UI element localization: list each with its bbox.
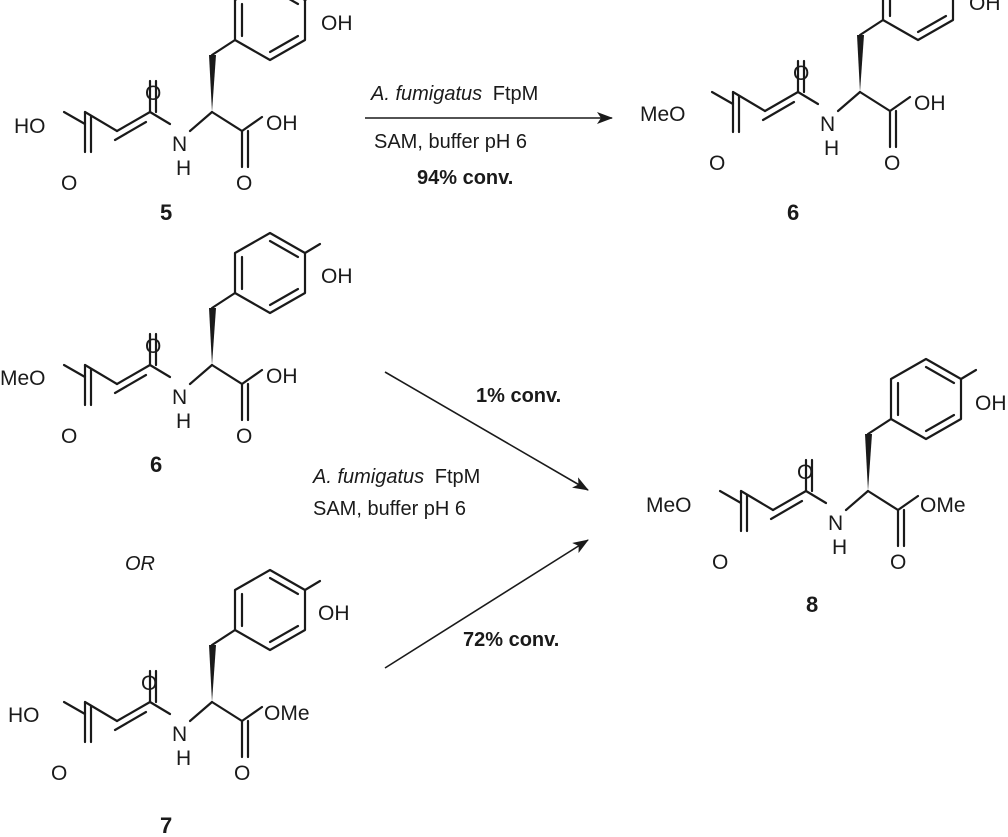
amide-n-label: N <box>172 386 187 409</box>
acid-o-label: O <box>884 152 900 175</box>
amide-o-label: O <box>141 672 157 695</box>
acid-oh-label: OH <box>914 92 946 115</box>
methyl-ester-label: MeO <box>0 367 46 390</box>
compound-label-5: 5 <box>160 200 172 225</box>
amide-o-label: O <box>793 62 809 85</box>
reaction-2: 1% conv. 72% conv. A. fumigatus FtpM SAM… <box>312 371 589 669</box>
reaction-arrow-from-7 <box>384 539 589 669</box>
amide-n-label: N <box>172 133 187 156</box>
acid-ho-label: HO <box>14 115 46 138</box>
carbonyl-o-label: O <box>51 762 67 785</box>
enzyme-label-1: A. fumigatus FtpM <box>370 83 538 105</box>
ester-o-label: O <box>890 551 906 574</box>
amide-h-label: H <box>824 137 839 160</box>
amide-h-label: H <box>832 536 847 559</box>
acid-o-label: O <box>236 425 252 448</box>
phenol-oh-label: OH <box>969 0 1001 15</box>
reaction-arrow-from-6 <box>384 371 589 491</box>
compound-label-7: 7 <box>160 813 172 837</box>
reaction-1: A. fumigatus FtpM SAM, buffer pH 6 94% c… <box>365 83 613 189</box>
methyl-ester-label: OMe <box>264 702 310 725</box>
acid-ho-label: HO <box>8 704 40 727</box>
phenol-oh-label: OH <box>975 392 1007 415</box>
conversion-label-from-7: 72% conv. <box>463 629 559 651</box>
ester-o-label: O <box>234 762 250 785</box>
amide-h-label: H <box>176 410 191 433</box>
amide-n-label: N <box>172 723 187 746</box>
compound-8: MeO O O N H O OMe OH 8 <box>646 357 1007 617</box>
compound-label-6-top: 6 <box>787 200 799 225</box>
phenol-oh-label: OH <box>321 265 353 288</box>
acid-oh-label: OH <box>266 112 298 135</box>
carbonyl-o-label: O <box>61 425 77 448</box>
acid-o-label: O <box>236 172 252 195</box>
conversion-label-from-6: 1% conv. <box>476 385 561 407</box>
compound-7: HO O O N H O OMe OH 7 <box>8 568 350 837</box>
compound-label-8: 8 <box>806 592 818 617</box>
enzyme-label-2: A. fumigatus FtpM <box>312 466 480 488</box>
compound-6-left: MeO O O N H O OH OH 6 <box>0 231 353 477</box>
amide-n-label: N <box>820 113 835 136</box>
methyl-ester-label-2: OMe <box>920 494 966 517</box>
amide-n-label: N <box>828 512 843 535</box>
amide-o-label: O <box>797 461 813 484</box>
amide-o-label: O <box>145 82 161 105</box>
phenol-oh-label: OH <box>321 12 353 35</box>
compound-5: HO O O N H O OH OH 5 <box>14 0 353 225</box>
conversion-label-1: 94% conv. <box>417 167 513 189</box>
conditions-label-1: SAM, buffer pH 6 <box>374 131 527 153</box>
carbonyl-o-label: O <box>709 152 725 175</box>
carbonyl-o-label: O <box>61 172 77 195</box>
methyl-ester-label: MeO <box>646 494 692 517</box>
conditions-label-2: SAM, buffer pH 6 <box>313 498 466 520</box>
compound-label-6-left: 6 <box>150 452 162 477</box>
methyl-ester-label: MeO <box>640 103 686 126</box>
amide-h-label: H <box>176 747 191 770</box>
phenol-oh-label: OH <box>318 602 350 625</box>
compound-6-top: MeO O O N H O OH OH 6 <box>640 0 1001 225</box>
acid-oh-label: OH <box>266 365 298 388</box>
carbonyl-o-label: O <box>712 551 728 574</box>
amide-o-label: O <box>145 335 161 358</box>
or-label: OR <box>125 553 155 575</box>
amide-h-label: H <box>176 157 191 180</box>
